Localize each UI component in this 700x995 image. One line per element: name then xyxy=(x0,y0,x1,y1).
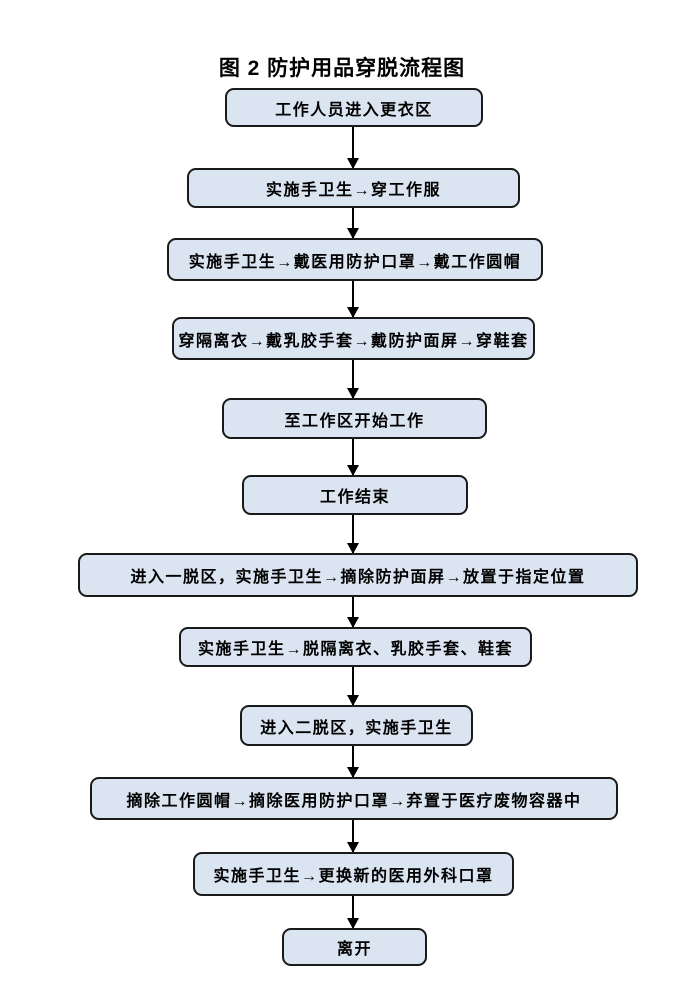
flow-step-remove-cap-mask-dispose: 摘除工作圆帽→摘除医用防护口罩→弃置于医疗废物容器中 xyxy=(90,777,618,820)
arrow-down-icon xyxy=(352,515,354,553)
flow-step-new-surgical-mask: 实施手卫生→更换新的医用外科口罩 xyxy=(193,852,514,896)
arrow-down-icon xyxy=(352,667,354,705)
flow-step-first-doffing-area: 进入一脱区，实施手卫生→摘除防护面屏→放置于指定位置 xyxy=(78,553,638,597)
arrow-down-icon xyxy=(352,820,354,852)
flow-step-remove-gown-gloves-shoecovers: 实施手卫生→脱隔离衣、乳胶手套、鞋套 xyxy=(179,627,532,667)
flow-step-start-work: 至工作区开始工作 xyxy=(222,398,487,439)
flow-step-gown-gloves-faceshield-shoecovers: 穿隔离衣→戴乳胶手套→戴防护面屏→穿鞋套 xyxy=(172,317,535,360)
arrow-down-icon xyxy=(352,360,354,398)
figure-title: 图 2 防护用品穿脱流程图 xyxy=(218,57,466,80)
arrow-down-icon xyxy=(352,746,354,777)
flow-step-leave: 离开 xyxy=(282,928,427,966)
arrow-down-icon xyxy=(352,597,354,627)
flow-step-hand-hygiene-work-clothes: 实施手卫生→穿工作服 xyxy=(187,168,520,208)
arrow-down-icon xyxy=(352,896,354,928)
arrow-down-icon xyxy=(352,281,354,317)
arrow-down-icon xyxy=(352,439,354,475)
flow-step-mask-and-cap: 实施手卫生→戴医用防护口罩→戴工作圆帽 xyxy=(167,238,543,281)
flow-step-enter-changing-area: 工作人员进入更衣区 xyxy=(225,88,483,127)
arrow-down-icon xyxy=(352,127,354,168)
flow-step-work-finished: 工作结束 xyxy=(242,475,468,515)
flow-step-second-doffing-area: 进入二脱区，实施手卫生 xyxy=(240,705,473,746)
arrow-down-icon xyxy=(352,208,354,238)
